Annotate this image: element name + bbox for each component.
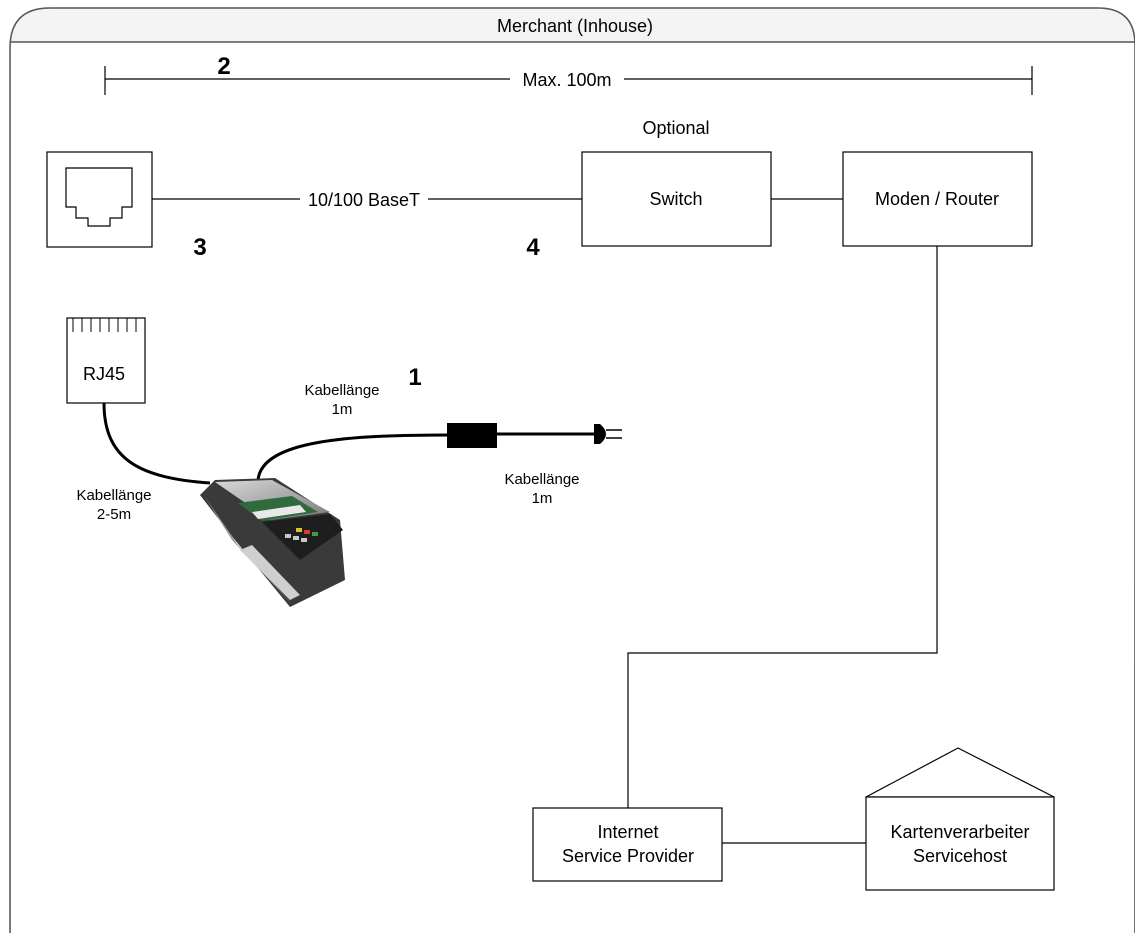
rj45-label: RJ45 bbox=[83, 364, 125, 384]
processor-node: Kartenverarbeiter Servicehost bbox=[865, 747, 1055, 891]
cable-length-network-label: Kabellänge bbox=[76, 487, 151, 504]
ethernet-link: 10/100 BaseT bbox=[152, 190, 582, 210]
processor-label-line1: Kartenverarbeiter bbox=[890, 822, 1029, 842]
cable-length-upper-value: 1m bbox=[332, 401, 353, 418]
container-title: Merchant (Inhouse) bbox=[497, 16, 653, 36]
isp-label-line1: Internet bbox=[597, 822, 658, 842]
power-plug-icon bbox=[594, 424, 622, 444]
cable-length-power-label: Kabellänge bbox=[504, 471, 579, 488]
isp-label-line2: Service Provider bbox=[562, 846, 694, 866]
marker-3: 3 bbox=[193, 234, 206, 261]
optional-label: Optional bbox=[642, 118, 709, 138]
marker-4: 4 bbox=[526, 234, 540, 261]
switch-node: Switch bbox=[581, 151, 772, 247]
rj45-plug-icon: RJ45 bbox=[66, 317, 146, 404]
ethernet-label: 10/100 BaseT bbox=[308, 190, 420, 210]
network-cable bbox=[102, 402, 211, 485]
cable-length-upper-label: Kabellänge bbox=[304, 382, 379, 399]
router-node: Moden / Router bbox=[842, 151, 1033, 247]
distance-label: Max. 100m bbox=[522, 70, 611, 90]
marker-1: 1 bbox=[408, 364, 421, 391]
processor-label-line2: Servicehost bbox=[913, 846, 1007, 866]
router-isp-link bbox=[627, 246, 938, 808]
rj45-wall-socket-icon bbox=[46, 151, 153, 248]
isp-node: Internet Service Provider bbox=[532, 807, 723, 882]
cable-length-network-value: 2-5m bbox=[97, 506, 131, 523]
payment-terminal-icon bbox=[200, 478, 345, 607]
switch-label: Switch bbox=[649, 189, 702, 209]
power-adapter-icon bbox=[447, 423, 497, 448]
router-label: Moden / Router bbox=[875, 189, 999, 209]
cable-length-power-value: 1m bbox=[532, 490, 553, 507]
distance-dimension: Max. 100m bbox=[104, 66, 1033, 95]
marker-2: 2 bbox=[217, 53, 230, 80]
terminal-cable bbox=[256, 433, 451, 481]
